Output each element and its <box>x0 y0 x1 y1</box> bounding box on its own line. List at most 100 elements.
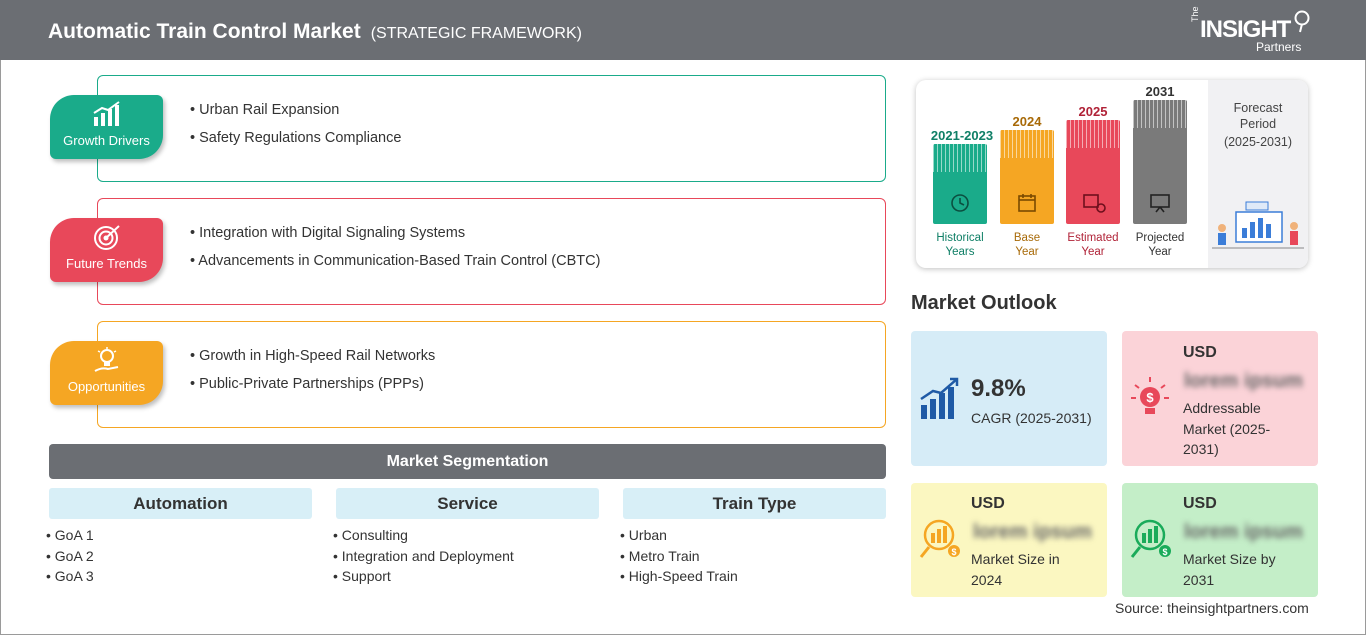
label-line: 2031 <box>1183 571 1215 588</box>
money-chart-icon: $ <box>919 519 960 558</box>
target-icon <box>94 225 120 250</box>
cagr-label: CAGR (2025-2031) <box>971 410 1092 426</box>
caption-line: Estimated <box>1067 232 1119 244</box>
opportunities-box: • Growth in High-Speed Rail Networks • P… <box>97 321 886 428</box>
segment-heading: Service <box>336 488 599 519</box>
logo-the: The <box>1190 6 1200 22</box>
analysts-illustration-icon <box>1212 201 1304 249</box>
timeline-bar-base <box>1000 130 1054 224</box>
addressable-label: Addressable Market (2025- 2031) <box>1183 398 1270 460</box>
money-chart-icon: $ <box>1130 519 1171 558</box>
list-item: • Urban <box>620 527 667 543</box>
timeline-card: 2021-2023 Historical Years 2024 Base Yea… <box>916 80 1308 268</box>
market-outlook-title: Market Outlook <box>911 292 1057 314</box>
caption-line: Year <box>1015 246 1039 258</box>
analytics-icon <box>1083 194 1106 213</box>
segment-automation: Automation • GoA 1 • GoA 2 • GoA 3 <box>46 488 312 587</box>
label-line: Market Size in <box>971 551 1060 567</box>
forecast-line: (2025-2031) <box>1223 135 1293 149</box>
list-item: • Growth in High-Speed Rail Networks <box>190 348 436 364</box>
logo-partners: Partners <box>1256 40 1302 54</box>
growth-bars-icon <box>920 377 959 419</box>
size2024-currency: USD <box>971 495 1005 512</box>
size2031-value: lorem ipsum <box>1184 521 1303 543</box>
segment-list: • Urban • Metro Train • High-Speed Train <box>620 525 886 587</box>
caption-line: Years <box>945 246 975 258</box>
history-clock-icon <box>951 194 969 212</box>
badge-label: Growth Drivers <box>63 133 150 148</box>
list-item: • Public-Private Partnerships (PPPs) <box>190 376 424 392</box>
list-item: • GoA 1 <box>46 527 94 543</box>
future-trends-badge: Future Trends <box>50 218 163 282</box>
opportunities-badge: Opportunities <box>50 341 163 405</box>
opportunities-list: • Growth in High-Speed Rail Networks • P… <box>190 342 435 398</box>
badge-label: Future Trends <box>66 256 147 271</box>
presentation-icon <box>1150 194 1170 213</box>
list-item: • Support <box>333 568 391 584</box>
growth-drivers-box: • Urban Rail Expansion • Safety Regulati… <box>97 75 886 182</box>
timeline-caption-historical: Historical Years <box>920 231 1000 259</box>
timeline-year-projected: 2031 <box>1145 84 1175 99</box>
cagr-card: 9.8% CAGR (2025-2031) <box>911 331 1107 466</box>
forecast-period-label: Forecast Period (2025-2031) <box>1214 100 1302 150</box>
title-text: Automatic Train Control Market <box>48 20 361 43</box>
calendar-icon <box>1018 194 1036 212</box>
timeline-year-historical: 2021-2023 <box>930 128 994 143</box>
list-item: • Advancements in Communication-Based Tr… <box>190 253 601 269</box>
caption-line: Historical <box>936 232 984 244</box>
badge-label: Opportunities <box>67 379 146 394</box>
lightbulb-hand-icon <box>94 347 119 372</box>
market-size-2024-card: $ USD lorem ipsum Market Size in 2024 <box>911 483 1107 597</box>
segment-heading: Train Type <box>623 488 886 519</box>
forecast-line: Period <box>1239 117 1277 131</box>
logo-magnifier-icon <box>1294 10 1310 33</box>
label-line: Market Size by <box>1183 551 1276 567</box>
list-item: • Integration and Deployment <box>333 547 514 564</box>
svg-text:$: $ <box>951 547 956 557</box>
future-trends-list: • Integration with Digital Signaling Sys… <box>190 219 600 275</box>
svg-text:$: $ <box>1146 390 1154 405</box>
list-item: • High-Speed Train <box>620 568 738 584</box>
caption-line: Base <box>1013 232 1041 244</box>
label-line: 2024 <box>971 571 1003 588</box>
addressable-currency: USD <box>1183 344 1217 361</box>
list-item: • Urban Rail Expansion <box>190 102 340 118</box>
page-title: Automatic Train Control Market(STRATEGIC… <box>48 20 582 44</box>
segment-heading: Automation <box>49 488 312 519</box>
segment-train-type: Train Type • Urban • Metro Train • High-… <box>620 488 886 587</box>
cagr-value: 9.8% <box>971 375 1026 402</box>
caption-line: Year <box>1148 246 1172 258</box>
label-line: Market (2025- <box>1183 420 1271 437</box>
segmentation-title: Market Segmentation <box>49 444 886 479</box>
future-trends-box: • Integration with Digital Signaling Sys… <box>97 198 886 305</box>
market-size-2031-card: $ USD lorem ipsum Market Size by 2031 <box>1122 483 1318 597</box>
timeline-caption-projected: Projected Year <box>1120 231 1200 259</box>
list-item: • GoA 3 <box>46 568 94 584</box>
dollar-bulb-icon: $ <box>1131 377 1169 414</box>
list-item: • GoA 2 <box>46 547 94 564</box>
timeline-bar-projected <box>1133 100 1187 224</box>
insight-partners-logo: The INSIGHT Partners <box>1190 6 1320 54</box>
segment-list: • Consulting • Integration and Deploymen… <box>333 525 599 587</box>
addressable-market-card: $ USD lorem ipsum Addressable Market (20… <box>1122 331 1318 466</box>
addressable-value: lorem ipsum <box>1184 370 1303 392</box>
size2024-value: lorem ipsum <box>973 521 1092 543</box>
list-item: • Consulting <box>333 527 408 543</box>
label-line: 2031) <box>1183 441 1219 457</box>
size2024-label: Market Size in 2024 <box>971 549 1060 590</box>
size2031-label: Market Size by 2031 <box>1183 549 1276 590</box>
growth-chart-icon <box>93 101 120 126</box>
timeline-caption-base: Base Year <box>987 231 1067 259</box>
timeline-caption-estimated: Estimated Year <box>1053 231 1133 259</box>
caption-line: Year <box>1081 246 1105 258</box>
timeline-year-estimated: 2025 <box>1078 104 1108 119</box>
segment-list: • GoA 1 • GoA 2 • GoA 3 <box>46 525 312 587</box>
svg-text:$: $ <box>1162 547 1167 557</box>
source-credit: Source: theinsightpartners.com <box>1115 600 1309 616</box>
growth-drivers-list: • Urban Rail Expansion • Safety Regulati… <box>190 96 401 152</box>
header-bar: Automatic Train Control Market(STRATEGIC… <box>0 0 1366 60</box>
caption-line: Projected <box>1135 232 1185 244</box>
list-item: • Safety Regulations Compliance <box>190 130 402 146</box>
segment-service: Service • Consulting • Integration and D… <box>333 488 599 587</box>
list-item: • Metro Train <box>620 547 700 564</box>
